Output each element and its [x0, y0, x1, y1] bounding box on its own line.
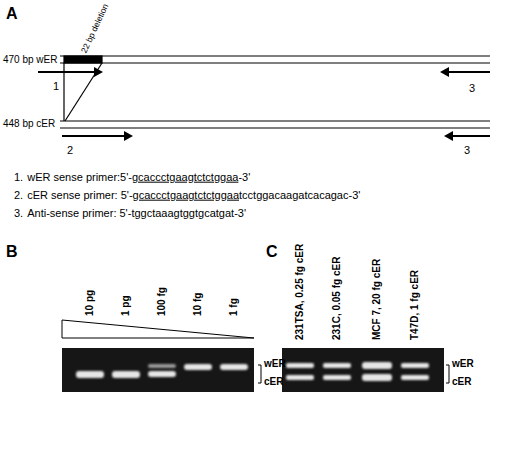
gel-band: [401, 375, 429, 380]
lane-label: 1 pg: [120, 295, 132, 316]
lane-label: 231C, 0.05 fg cER: [331, 257, 343, 340]
arrow-head: [94, 67, 103, 77]
primer-arrow: [448, 71, 490, 73]
gel-band: [220, 364, 248, 370]
band-bracket: [446, 365, 449, 383]
gel-band: [286, 363, 314, 368]
gel-band: [401, 363, 429, 368]
fragment-label: 470 bp wER: [3, 54, 57, 66]
band-label: cER: [264, 376, 283, 388]
gel-band: [184, 364, 212, 370]
band-label: wER: [264, 358, 286, 370]
panel-letter: B: [6, 243, 18, 261]
gel-band: [76, 371, 104, 378]
primer-line: 2. cER sense primer: 5'-gcaccctgaagtctctg…: [14, 189, 360, 202]
panel-letter: A: [6, 5, 18, 23]
primer-number: 3: [469, 82, 475, 95]
gel-bands: [286, 362, 429, 381]
arrow-head: [444, 131, 453, 141]
deletion-label: 22 bp deletion: [80, 2, 111, 55]
lane-label: 1 fg: [228, 298, 240, 316]
gel-band: [323, 363, 351, 368]
primer-sequence: wER sense primer:5'-: [27, 171, 132, 183]
lane-label: MCF 7, 20 fg cER: [371, 259, 383, 340]
primer-sequence: -3': [238, 171, 250, 183]
band-label: wER: [452, 358, 474, 370]
primer-sequence: tcctggacaagatcacagac-3': [239, 189, 360, 201]
lane-label: 10 pg: [84, 290, 96, 316]
dna-strand: [60, 62, 490, 63]
primer-arrow: [38, 71, 95, 73]
gel-band: [286, 375, 314, 380]
primer-number: 3: [464, 144, 470, 157]
arrow-head: [440, 67, 449, 77]
lane-label: 100 fg: [156, 287, 168, 316]
band-bracket: [258, 365, 261, 383]
primer-sequence: Anti-sense primer: 5'-tggctaaagtggtgcatg…: [27, 207, 246, 219]
arrow-head: [124, 131, 133, 141]
gel-band: [323, 375, 351, 380]
primer-arrows: [38, 67, 490, 141]
gel-bands: [76, 364, 248, 378]
cer-construct: [60, 121, 490, 128]
primer-line: 1. wER sense primer:5'-gcaccctgaagtctctgg…: [14, 171, 250, 184]
wer-construct: [60, 56, 490, 121]
deleted-segment: [64, 56, 102, 63]
gel-band: [362, 362, 392, 369]
primer-number: 1.: [14, 171, 23, 183]
gel-image: [282, 348, 444, 392]
primer-arrow: [452, 135, 490, 137]
gel-band: [148, 371, 176, 377]
primer-number: 3.: [14, 207, 23, 219]
gel-band: [148, 364, 176, 368]
gel-band: [362, 374, 392, 381]
primer-number: 2: [67, 144, 73, 157]
lane-label: 231TSA, 0.25 fg cER: [294, 244, 306, 340]
primer-line: 3. Anti-sense primer: 5'-tggctaaagtggtgca…: [14, 207, 246, 220]
dilution-wedge: [62, 320, 254, 338]
dna-strand: [60, 120, 490, 121]
primer-number: 1: [53, 80, 59, 93]
lane-label: 10 fg: [192, 293, 204, 316]
dna-strand: [60, 55, 490, 56]
band-label: cER: [452, 376, 471, 388]
primer-sequence: gcaccctgaagtctctggaa: [133, 189, 239, 201]
panel-letter: C: [266, 243, 278, 261]
primer-sequence: gcaccctgaagtctctggaa: [132, 171, 238, 183]
lane-label: T47D, 1 fg cER: [409, 270, 421, 340]
fragment-label: 448 bp cER: [3, 118, 55, 130]
primer-number: 2.: [14, 189, 23, 201]
primer-sequence: cER sense primer: 5'-: [27, 189, 132, 201]
gel-band: [112, 371, 140, 378]
dna-strand: [60, 127, 490, 128]
gel-image: [62, 348, 254, 392]
primer-arrow: [62, 135, 125, 137]
